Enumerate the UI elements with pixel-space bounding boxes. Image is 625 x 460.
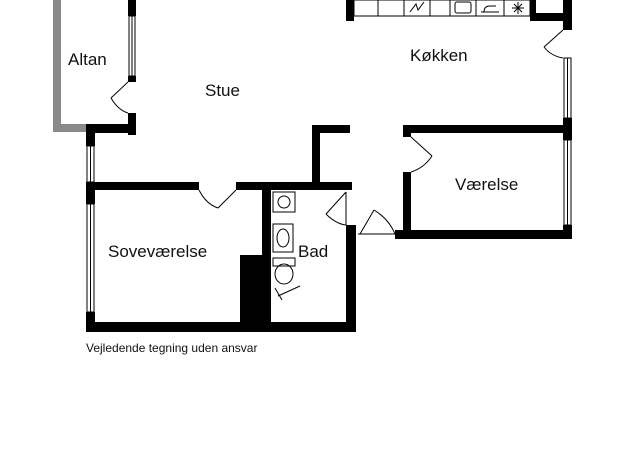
balcony <box>53 0 93 132</box>
shower-icon <box>274 285 301 301</box>
toilet-bowl <box>274 263 294 285</box>
room-label-vaerelse: Værelse <box>455 175 518 194</box>
bathroom-door <box>325 191 347 226</box>
bottom-exterior-wall <box>86 322 356 332</box>
bathroom-walls <box>240 125 356 332</box>
snowflake-icon <box>512 2 524 14</box>
bedroom-top-wall <box>86 182 268 209</box>
toilet-tank <box>272 257 296 267</box>
balcony-railing <box>53 0 61 132</box>
bathroom-fixtures <box>272 191 301 301</box>
sink-icon <box>454 1 472 14</box>
room-door <box>410 136 433 173</box>
kitchen-walls <box>346 0 572 119</box>
room-label-stue: Stue <box>205 81 240 100</box>
balcony-door <box>110 81 129 114</box>
bedroom-door <box>198 189 237 209</box>
balcony-railing-bottom <box>53 124 93 132</box>
kitchen-counter <box>353 0 531 17</box>
kitchen-door <box>543 29 564 59</box>
room-label-bad: Bad <box>298 242 328 261</box>
sink <box>272 223 294 253</box>
dishwasher-icon <box>409 1 425 13</box>
entrance-door <box>358 209 572 239</box>
bedroom-left-wall <box>86 124 95 332</box>
room-label-kokken: Køkken <box>410 46 468 65</box>
room-label-altan: Altan <box>68 50 107 69</box>
room-label-sovevaerelse: Soveværelse <box>108 242 207 261</box>
disclaimer-caption: Vejledende tegning uden ansvar <box>86 341 257 355</box>
living-room-walls <box>86 0 136 135</box>
washing-machine <box>272 191 296 213</box>
faucet-icon <box>481 5 499 13</box>
room-walls <box>403 118 572 239</box>
